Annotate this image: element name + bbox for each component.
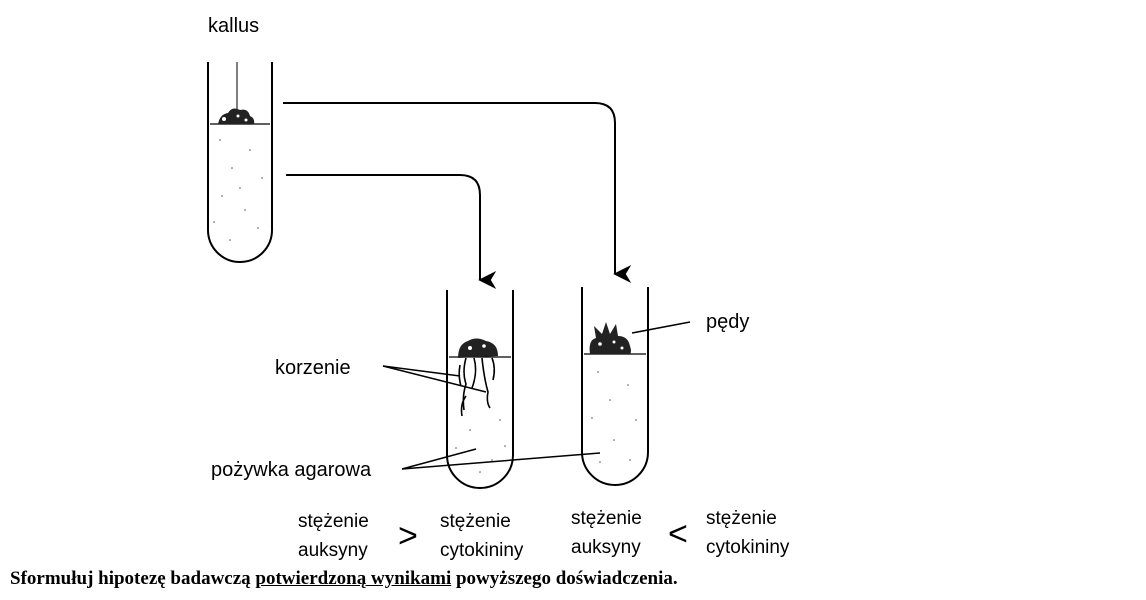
question-part1: Sformułuj hipotezę badawczą — [10, 568, 256, 589]
roots-test-tube — [446, 290, 514, 489]
left-cytokinin-line1: stężenie — [440, 511, 511, 532]
root-clump — [458, 338, 498, 358]
question-underlined: potwierdzoną wynikami — [255, 568, 452, 589]
question-part2: powyższego doświadczenia. — [451, 568, 678, 589]
callus-tissue — [218, 108, 255, 124]
pointer-pozywka — [401, 448, 601, 470]
pointer-pedy — [631, 321, 691, 334]
question-text: Sformułuj hipotezę badawczą potwierdzoną… — [10, 568, 1140, 590]
left-auxin-line1: stężenie — [298, 511, 369, 532]
label-korzenie: korzenie — [275, 357, 351, 379]
arrow-to-shoots-tube — [283, 102, 632, 283]
label-pedy: pędy — [706, 311, 749, 333]
concentration-right: stężenie auksyny < stężenie cytokininy — [571, 508, 790, 558]
label-kallus: kallus — [208, 15, 259, 37]
pointer-korzenie — [382, 365, 487, 393]
shoot-clump — [589, 322, 631, 354]
right-cytokinin-line1: stężenie — [706, 508, 777, 529]
right-auxin-line1: stężenie — [571, 508, 642, 529]
right-auxin-line2: auksyny — [571, 537, 641, 558]
left-cytokinin-line2: cytokininy — [440, 540, 524, 561]
greater-than-sign: > — [398, 517, 418, 555]
concentration-left: stężenie auksyny > stężenie cytokininy — [298, 511, 524, 561]
right-cytokinin-line2: cytokininy — [706, 537, 790, 558]
callus-test-tube — [207, 62, 273, 263]
label-pozywka-agarowa: pożywka agarowa — [211, 459, 372, 481]
less-than-sign: < — [668, 515, 688, 553]
arrow-to-roots-tube — [286, 174, 497, 289]
left-auxin-line2: auksyny — [298, 540, 368, 561]
shoots-test-tube — [581, 287, 649, 486]
roots — [458, 357, 496, 417]
